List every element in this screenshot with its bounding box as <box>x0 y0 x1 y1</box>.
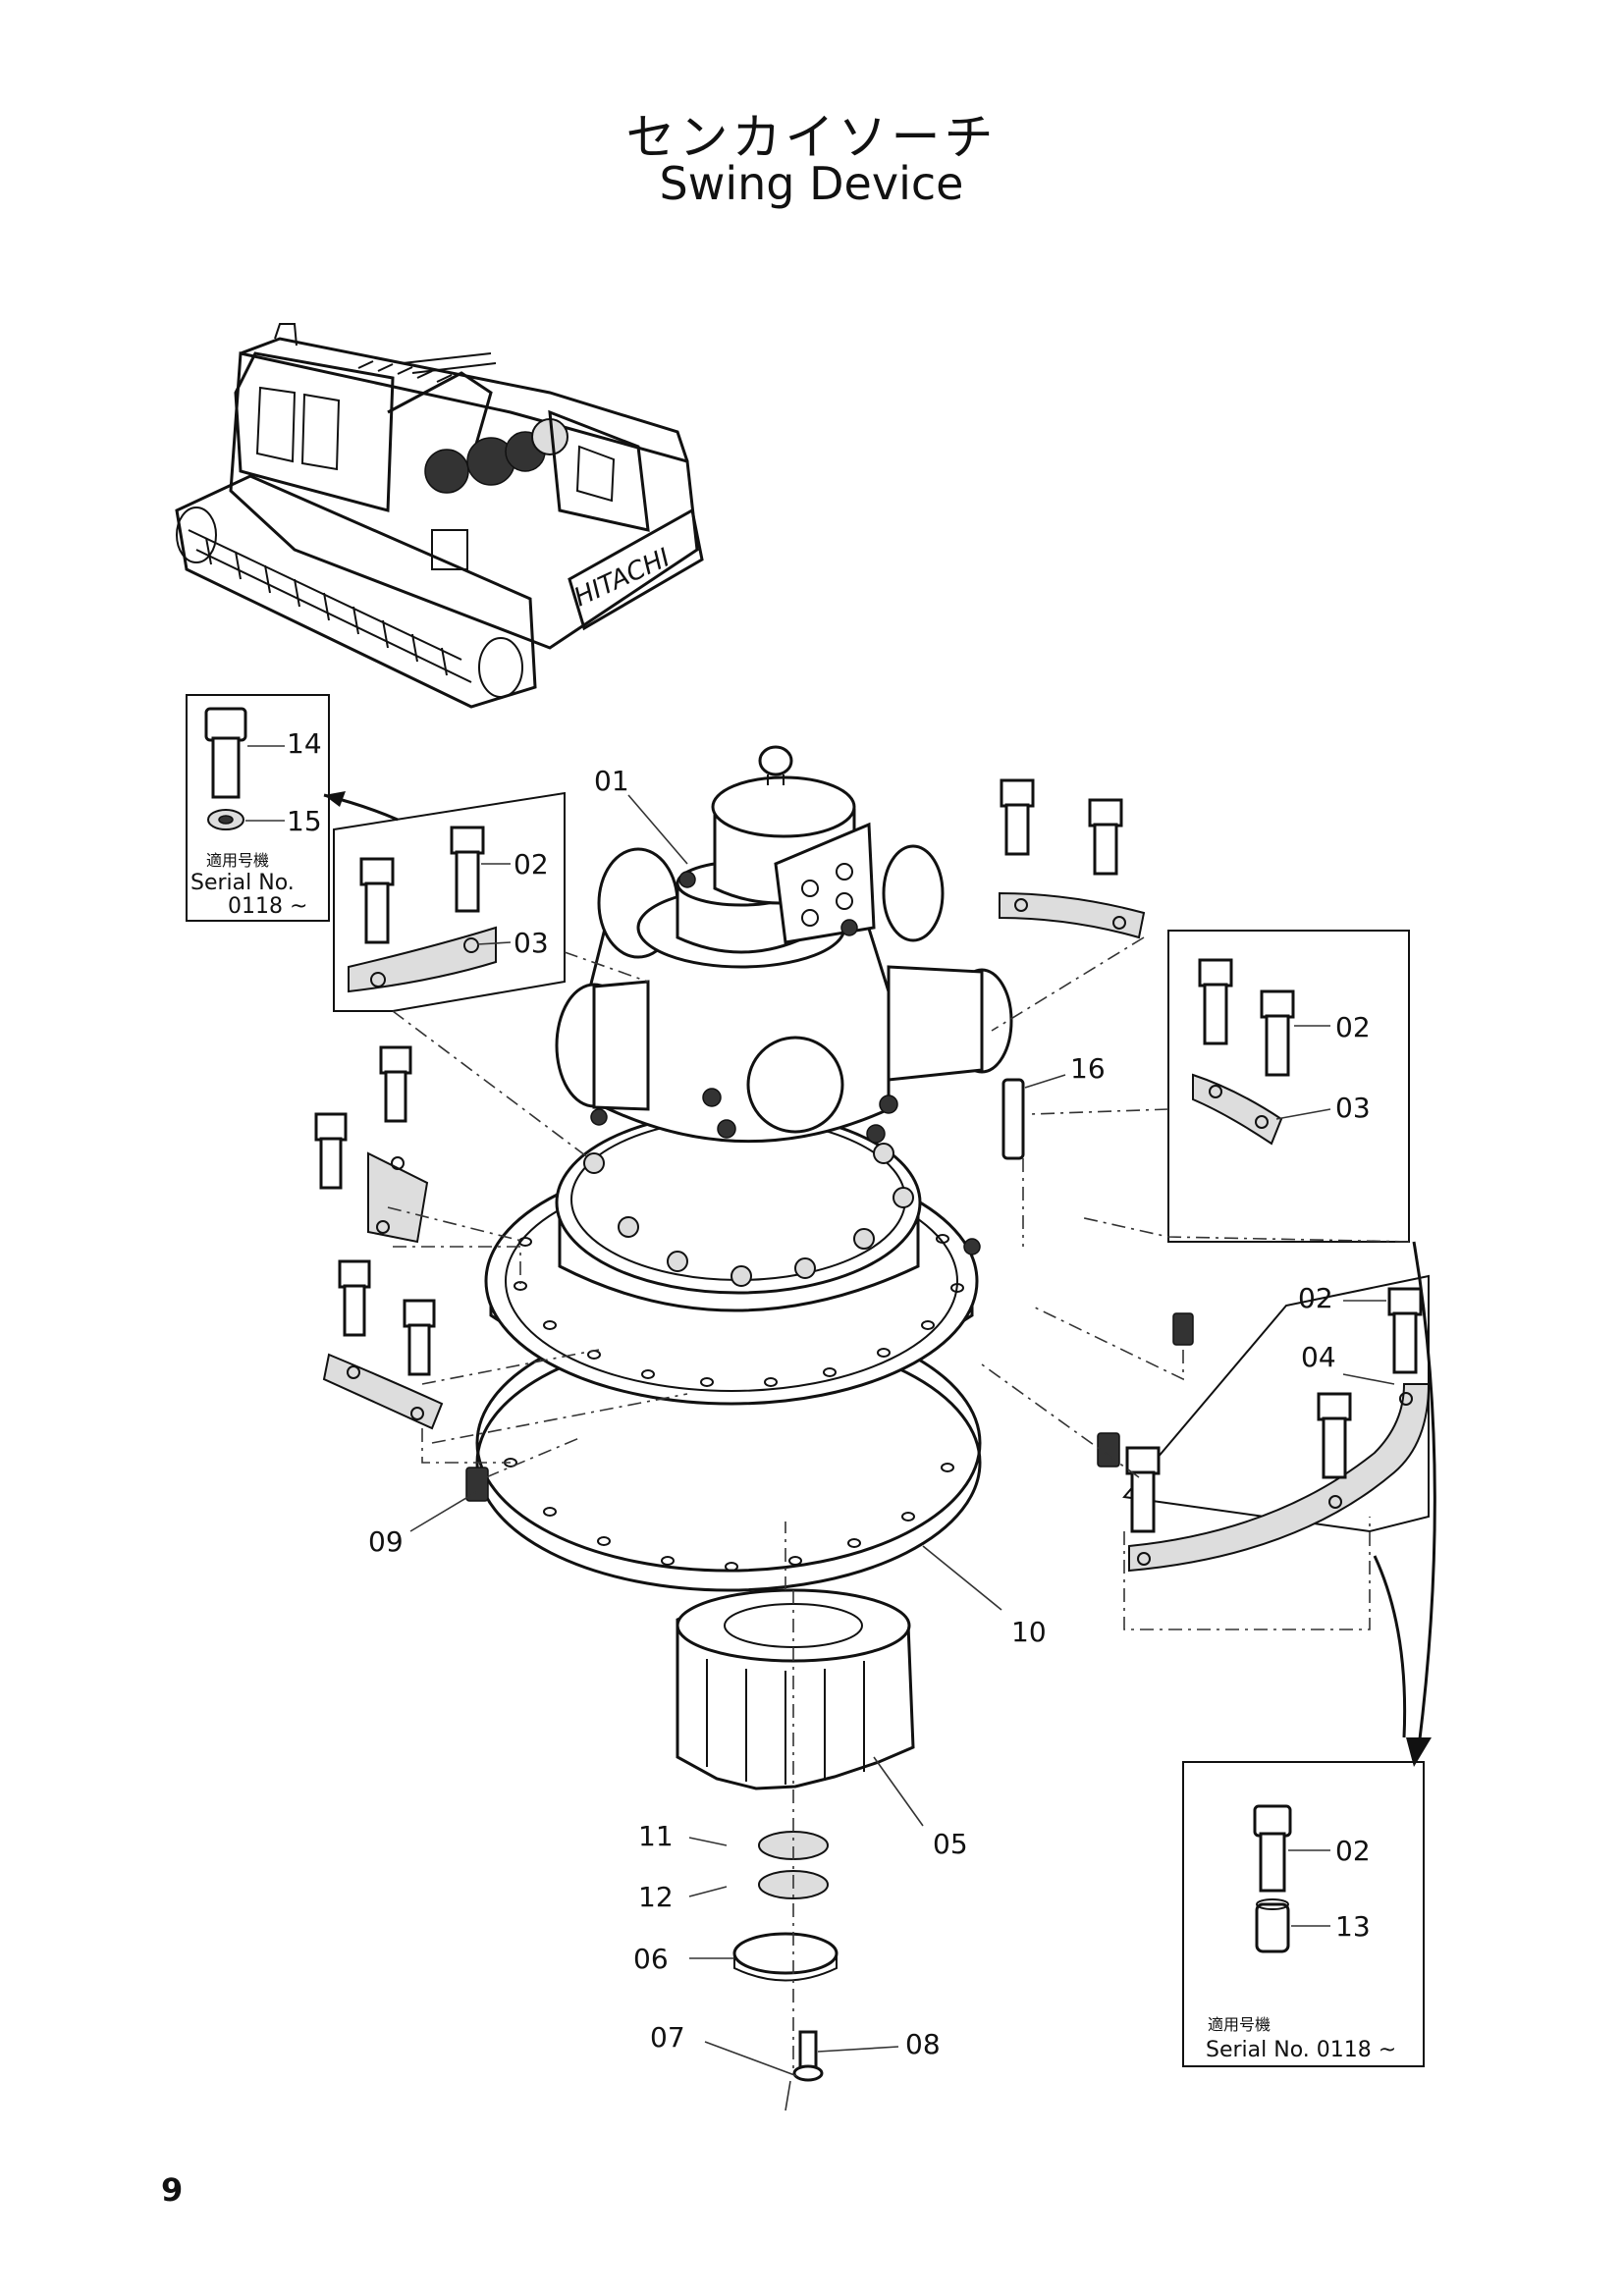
valve-block-holes <box>801 863 853 927</box>
callout-05: 05 <box>933 1828 968 1860</box>
flange-bolt-holes <box>504 1234 964 1572</box>
inset-right-serial: Serial No. 0118 ~ <box>1206 2038 1396 2062</box>
bracket-inset-upper-left: 02 03 <box>333 791 566 1012</box>
callout-07: 07 <box>650 2021 685 2054</box>
callout-01: 01 <box>594 765 629 797</box>
page-title-japanese: センカイソーチ <box>625 109 998 166</box>
excavator-illustration: HITACHI <box>175 323 704 709</box>
main-callouts: 01 09 10 <box>368 765 1047 1648</box>
bracket-right-lower: 02 04 <box>1122 1274 1431 1573</box>
callout-16: 16 <box>1070 1052 1106 1085</box>
callout-09: 09 <box>368 1525 404 1558</box>
track-rollers-top <box>357 360 453 383</box>
callout-02-upper-left: 02 <box>514 848 549 881</box>
inset-left-applicable-label: 適用号機 <box>206 851 269 870</box>
swing-motor-assembly <box>475 745 1013 1592</box>
plugs-and-pin: 16 <box>465 1052 1194 1502</box>
callout-08: 08 <box>905 2028 941 2060</box>
inset-right-callout-13: 13 <box>1335 1910 1371 1943</box>
inset-right-applicable-label: 適用号機 <box>1208 2015 1271 2034</box>
track-links <box>205 537 448 676</box>
callout-10: 10 <box>1011 1616 1047 1648</box>
inset-left-serial-range: 0118 ~ <box>228 894 307 919</box>
callout-06: 06 <box>633 1943 669 1975</box>
assembly-center-lines <box>387 936 1410 1630</box>
page-number: 9 <box>161 2171 184 2209</box>
left-bolts-group <box>314 1045 444 1430</box>
housing-bolts <box>583 1143 914 1287</box>
inset-right-callout-02: 02 <box>1335 1835 1371 1867</box>
inset-box-left: 14 15 適用号機 Serial No. 0118 ~ <box>186 694 330 922</box>
pinion-gear-group: 05 11 12 06 07 08 <box>633 1588 968 2111</box>
upper-right-bolts <box>999 778 1146 939</box>
machine-brand-marking: HITACHI <box>569 543 675 613</box>
reference-arrows <box>323 791 1436 1767</box>
callout-03-upper-left: 03 <box>514 927 549 959</box>
callout-04: 04 <box>1301 1341 1336 1373</box>
page-title-english: Swing Device <box>659 157 964 210</box>
callout-03-right: 03 <box>1335 1092 1371 1124</box>
callout-02-right: 02 <box>1335 1011 1371 1043</box>
callout-02-lower-right: 02 <box>1298 1282 1333 1314</box>
callout-11: 11 <box>638 1820 674 1852</box>
inset-callout-15: 15 <box>287 805 322 837</box>
inset-left-serial-label: Serial No. <box>190 871 295 895</box>
inset-callout-14: 14 <box>287 727 322 760</box>
callout-12: 12 <box>638 1881 674 1913</box>
bracket-inset-right: 02 03 <box>1167 930 1410 1243</box>
inset-box-right: 02 13 適用号機 Serial No. 0118 ~ <box>1182 1761 1425 2067</box>
